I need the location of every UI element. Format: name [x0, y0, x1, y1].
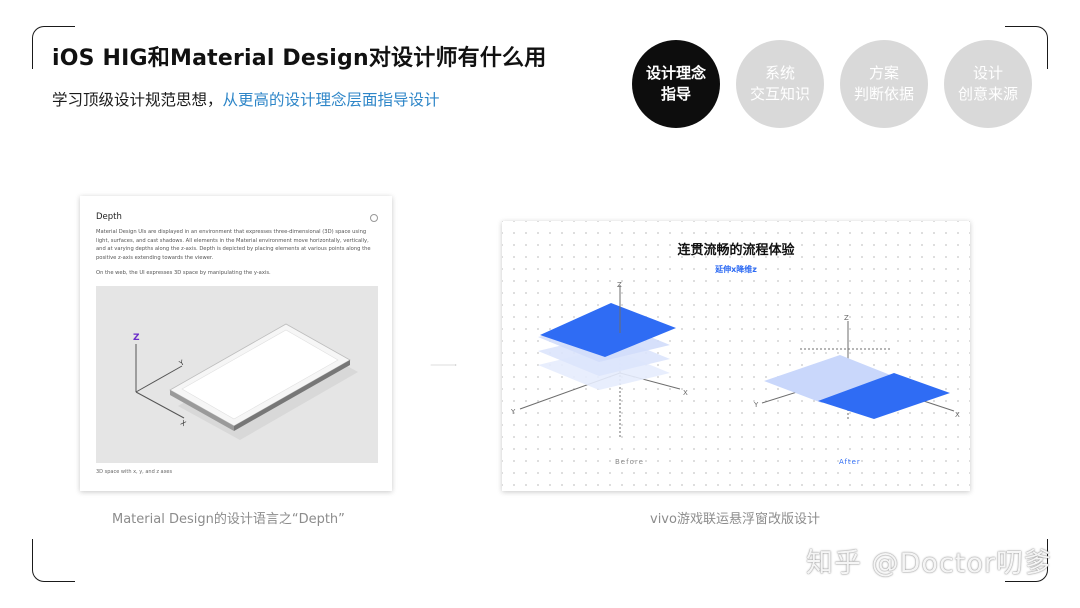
corner-frame-top-right — [1005, 26, 1048, 69]
nav-circle-line1: 系统 — [764, 64, 795, 82]
nav-circle-line1: 方案 — [868, 64, 899, 82]
nav-circle-line2: 指导 — [660, 85, 691, 103]
axis-x-label: X — [955, 411, 960, 419]
nav-circle-decision-basis[interactable]: 方案 判断依据 — [840, 40, 928, 128]
page-title: iOS HIG和Material Design对设计师有什么用 — [52, 46, 547, 71]
card-paragraph: Material Design UIs are displayed in an … — [96, 229, 371, 261]
caption-material-depth: Material Design的设计语言之“Depth” — [112, 512, 345, 527]
axis-z-label: Z — [133, 333, 140, 343]
before-label: Before — [615, 458, 644, 466]
nav-circle-line1: 设计理念 — [645, 64, 706, 82]
caption-vivo-redesign: vivo游戏联运悬浮窗改版设计 — [650, 512, 820, 527]
axis-y-label: Y — [753, 401, 759, 409]
axis-y-label: Y — [510, 408, 516, 416]
axis-z-label: Z — [617, 281, 622, 289]
nav-circle-line2: 判断依据 — [853, 85, 914, 103]
nav-circle-design-concept[interactable]: 设计理念 指导 — [632, 40, 720, 128]
before-after-diagram: Z X Y Before Z X Y After — [510, 281, 960, 466]
axis-z-label: Z — [844, 314, 849, 322]
topic-nav: 设计理念 指导 系统 交互知识 方案 判断依据 设计 创意来源 — [632, 40, 1032, 128]
vivo-redesign-card: 连贯流畅的流程体验 延伸x降维z Z X Y Before Z — [502, 221, 970, 491]
card-title: 连贯流畅的流程体验 — [677, 243, 795, 258]
subtitle-plain: 学习顶级设计规范思想， — [52, 91, 223, 109]
nav-circle-line2: 交互知识 — [749, 85, 810, 103]
depth-illustration: Z Y X — [96, 286, 378, 463]
image-caption: 3D space with x, y, and z axes — [96, 469, 173, 475]
zhihu-watermark: 知乎 @Doctor叨爹 — [806, 548, 1052, 579]
nav-circle-line2: 创意来源 — [957, 85, 1018, 103]
axis-x-label: X — [683, 389, 688, 397]
before-diagram: Z X Y Before — [510, 281, 688, 466]
nav-circle-interaction-knowledge[interactable]: 系统 交互知识 — [736, 40, 824, 128]
phone-3d-illustration: Z Y X — [133, 323, 358, 440]
card-title: Depth — [96, 212, 122, 222]
card-paragraph: On the web, the UI expresses 3D space by… — [96, 270, 271, 276]
material-depth-card: Depth Material Design UIs are displayed … — [80, 196, 392, 491]
arrow-right-icon — [430, 364, 457, 366]
nav-circle-creative-source[interactable]: 设计 创意来源 — [944, 40, 1032, 128]
after-label: After — [839, 458, 861, 466]
card-subtitle: 延伸x降维z — [715, 265, 757, 274]
link-icon[interactable] — [370, 214, 378, 222]
corner-frame-top-left — [32, 26, 75, 69]
page-subtitle: 学习顶级设计规范思想，从更高的设计理念层面指导设计 — [52, 88, 440, 110]
axis-y-label: Y — [177, 358, 186, 368]
corner-frame-bottom-right — [1005, 539, 1048, 582]
after-diagram: Z X Y After — [753, 314, 960, 466]
axis-x-label: X — [179, 419, 187, 428]
subtitle-highlight: 从更高的设计理念层面指导设计 — [222, 91, 440, 109]
corner-frame-bottom-left — [32, 539, 75, 582]
nav-circle-line1: 设计 — [972, 64, 1003, 82]
